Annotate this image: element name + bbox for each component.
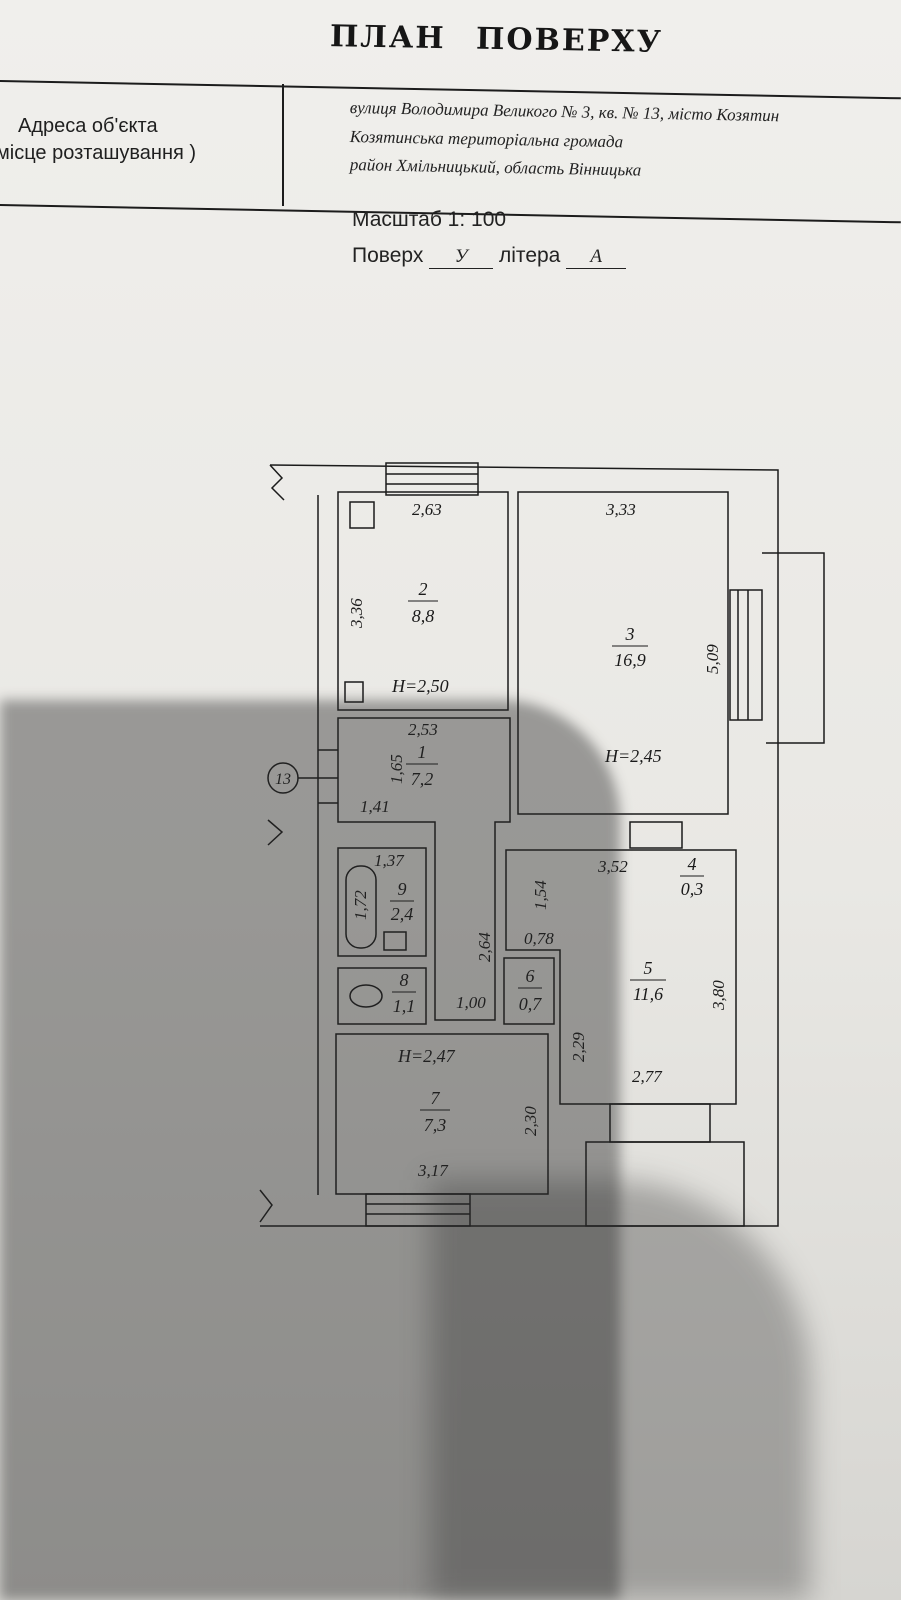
stove-icon	[349, 501, 375, 529]
dim-1-54: 1,54	[531, 880, 550, 910]
dim-2-77: 2,77	[632, 1067, 663, 1086]
dim-2-63: 2,63	[412, 500, 442, 519]
room-5-area: 11,6	[633, 984, 663, 1004]
room-4-number: 4	[688, 854, 697, 874]
dim-3-80: 3,80	[709, 980, 728, 1011]
room-2-outline	[337, 491, 509, 711]
room-9-number: 9	[398, 879, 407, 899]
scale-label: Масштаб 1: 100	[352, 208, 507, 231]
dim-1-00: 1,00	[456, 993, 486, 1012]
height-room-7: H=2,47	[397, 1046, 456, 1066]
table-divider	[282, 84, 284, 206]
room-5-outline	[505, 849, 737, 1105]
room-2-area: 8,8	[412, 606, 435, 626]
window-top	[385, 462, 479, 496]
letter-value: А	[566, 246, 627, 269]
break-mark-top	[269, 464, 285, 501]
room-4-area: 0,3	[681, 879, 704, 899]
dim-3-17: 3,17	[417, 1161, 449, 1180]
room-8-number: 8	[400, 970, 409, 990]
bathtub-icon	[345, 865, 377, 949]
room-3-area: 16,9	[614, 650, 646, 670]
dim-1-72: 1,72	[351, 890, 370, 920]
room-7-number: 7	[431, 1088, 441, 1108]
room-1-number: 1	[418, 742, 427, 762]
dim-0-78: 0,78	[524, 929, 554, 948]
room-8-area: 1,1	[393, 996, 416, 1016]
basin-icon	[383, 931, 407, 951]
room-9-area: 2,4	[391, 904, 414, 924]
dim-5-09: 5,09	[703, 644, 722, 674]
room-6-number: 6	[526, 966, 535, 986]
room-1-area: 7,2	[411, 769, 434, 789]
room-6-area: 0,7	[519, 994, 543, 1014]
apartment-marker-number: 13	[275, 771, 291, 788]
room-8-outline	[337, 967, 427, 1025]
floor-label: Поверх	[352, 244, 424, 267]
address-label-line2: місце розташування )	[0, 142, 197, 164]
lower-balcony	[585, 1141, 745, 1227]
room-7-area: 7,3	[424, 1115, 447, 1135]
toilet-icon	[349, 984, 383, 1008]
floor-value: У	[429, 246, 494, 269]
room-6-outline	[503, 957, 555, 1025]
window-bottom	[365, 1193, 471, 1227]
dim-1-65: 1,65	[387, 754, 406, 784]
room-1-outline	[337, 717, 511, 1021]
dim-2-29: 2,29	[569, 1032, 588, 1062]
height-room-2: H=2,50	[391, 676, 449, 696]
dim-2-30: 2,30	[521, 1106, 540, 1136]
break-mark-bottom	[259, 1189, 273, 1223]
sink-icon	[344, 681, 364, 703]
lower-balcony-door	[609, 1103, 711, 1143]
dim-3-52: 3,52	[597, 857, 628, 876]
dim-3-36: 3,36	[347, 598, 366, 629]
balcony	[762, 552, 825, 744]
room-5-number: 5	[644, 958, 653, 978]
room-3-number: 3	[625, 624, 635, 644]
dim-1-41: 1,41	[360, 797, 390, 816]
room-3-outline	[517, 491, 729, 815]
floor-row: Поверх У літера А	[352, 244, 627, 269]
letter-label: літера	[499, 244, 561, 267]
address-label-line1: Адреса об'єкта	[18, 115, 158, 137]
dim-1-37: 1,37	[374, 851, 405, 870]
height-room-3: H=2,45	[604, 746, 662, 766]
address-label: Адреса об'єкта місце розташування )	[0, 115, 196, 165]
room-9-outline	[337, 847, 427, 957]
outer-wall	[260, 464, 779, 1227]
dim-2-64: 2,64	[475, 932, 494, 962]
room-4-outline	[629, 821, 683, 849]
dim-3-33: 3,33	[605, 500, 636, 519]
dim-2-53: 2,53	[408, 720, 438, 739]
break-mark-left	[267, 819, 284, 846]
room-2-number: 2	[419, 579, 428, 599]
balcony-door	[729, 589, 763, 721]
